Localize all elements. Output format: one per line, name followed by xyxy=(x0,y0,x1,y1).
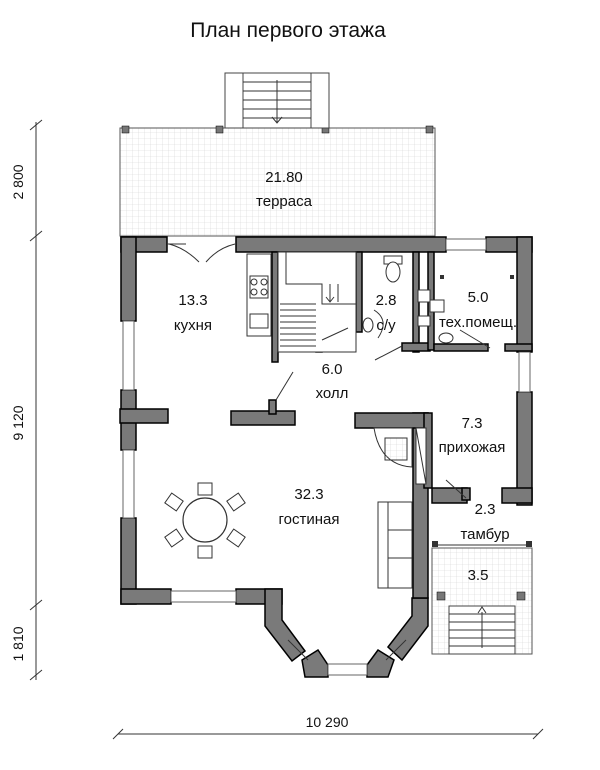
windows xyxy=(122,238,531,676)
terrace-door xyxy=(167,243,236,263)
terrace-name: терраса xyxy=(256,193,313,210)
living-room-area: 32.3 xyxy=(294,486,323,503)
vestibule-area: 2.3 xyxy=(475,501,496,518)
entrance-hall-name: прихожая xyxy=(439,439,506,456)
hall-name: холл xyxy=(316,385,349,402)
fireplace xyxy=(373,427,413,468)
terrace-depth-dimension: 2 800 xyxy=(10,164,26,199)
total-width-dimension: 10 290 xyxy=(306,714,349,730)
tech-room-area: 5.0 xyxy=(468,289,489,306)
interior-staircase xyxy=(277,251,357,353)
dining-table xyxy=(164,482,246,559)
vestibule-name: тамбур xyxy=(460,526,509,543)
tech-room-name: тех.помещ. xyxy=(439,314,517,331)
kitchen-name: кухня xyxy=(174,317,212,334)
terrace xyxy=(119,125,436,237)
living-room-name: гостиная xyxy=(279,511,340,528)
tech-room-equipment xyxy=(417,275,514,349)
terrace-stairs xyxy=(224,72,330,129)
page-title: План первого этажа xyxy=(190,19,386,42)
entrance-wardrobe xyxy=(415,427,427,485)
kitchen-area: 13.3 xyxy=(178,292,207,309)
exterior-walls xyxy=(120,236,533,678)
terrace-area: 21.80 xyxy=(265,169,303,186)
sofa xyxy=(377,501,413,589)
entrance-hall-area: 7.3 xyxy=(462,415,483,432)
entrance-doors xyxy=(432,541,532,547)
house-depth-dimension: 9 120 xyxy=(10,405,26,440)
kitchen-equipment xyxy=(246,253,272,337)
room-labels: 21.80 терраса 13.3 кухня 2.8 с/у 5.0 тех… xyxy=(174,169,517,584)
porch xyxy=(431,547,533,655)
bathroom-name: с/у xyxy=(376,317,396,334)
bathroom-area: 2.8 xyxy=(376,292,397,309)
porch-depth-dimension: 1 810 xyxy=(10,626,26,661)
bathroom-fixtures xyxy=(362,255,403,339)
hall-area: 6.0 xyxy=(322,361,343,378)
porch-area: 3.5 xyxy=(468,567,489,584)
interior-doors xyxy=(275,327,467,499)
dimension-lines: 2 800 9 120 1 810 10 290 xyxy=(10,119,544,740)
